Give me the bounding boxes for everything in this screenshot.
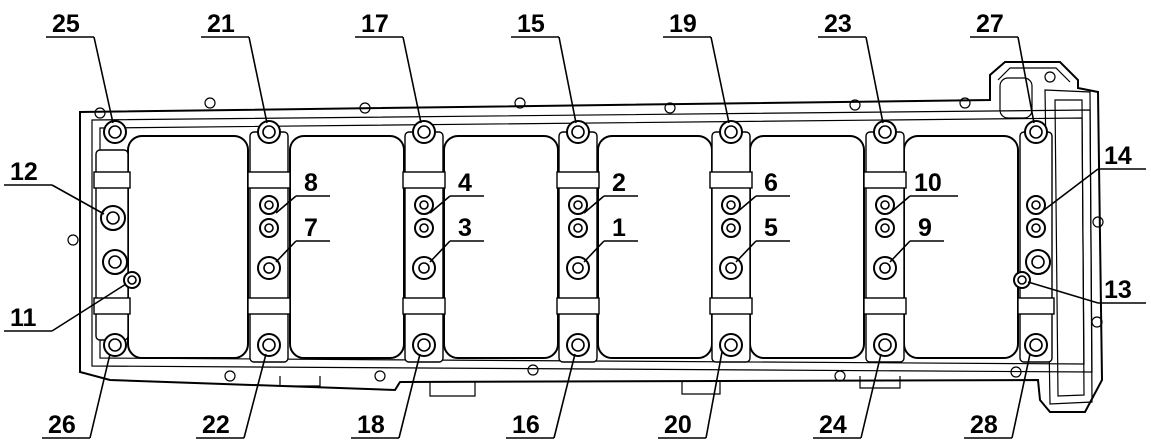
callout-top: 23 — [824, 10, 852, 38]
callout-bottom: 18 — [357, 411, 385, 439]
callout-bottom: 20 — [664, 411, 692, 439]
bolt-row-inner-lower — [257, 249, 1051, 280]
callout-bottom: 22 — [202, 411, 230, 439]
bolt-row-top — [103, 120, 1048, 144]
callout-top: 17 — [361, 10, 389, 38]
bolt-row-bottom — [103, 333, 1048, 357]
callout-top: 25 — [52, 10, 80, 38]
flange-holes — [67, 71, 1104, 382]
callout-right: 14 — [1104, 142, 1132, 170]
openings — [127, 135, 1019, 359]
bolt-row-inner-mid — [259, 218, 1046, 238]
callout-top: 21 — [207, 10, 235, 38]
bolt-left-side — [100, 205, 1031, 289]
callout-inner-lower: 7 — [304, 214, 318, 242]
callout-top: 27 — [976, 10, 1004, 38]
callout-inner-upper: 2 — [612, 169, 626, 197]
callout-inner-lower: 3 — [458, 214, 472, 242]
callout-left: 12 — [10, 158, 38, 186]
callout-inner-lower: 1 — [612, 214, 626, 242]
callout-bottom: 28 — [970, 411, 998, 439]
callout-top: 19 — [669, 10, 697, 38]
callout-inner-upper: 8 — [304, 169, 318, 197]
callout-inner-upper: 4 — [458, 169, 472, 197]
callout-right: 13 — [1104, 276, 1132, 304]
bolts — [67, 71, 1104, 382]
callout-bottom: 16 — [512, 411, 540, 439]
callout-top: 15 — [517, 10, 545, 38]
callout-inner-upper: 6 — [764, 169, 778, 197]
callout-bottom: 26 — [48, 411, 76, 439]
callout-inner-lower: 9 — [918, 214, 932, 242]
callout-bottom: 24 — [819, 411, 847, 439]
callout-inner-upper: 10 — [914, 169, 942, 197]
callout-inner-lower: 5 — [764, 214, 778, 242]
bolt-row-inner-upper — [259, 195, 1046, 215]
callout-left: 11 — [10, 304, 37, 332]
callout-labels: 25 21 17 15 19 23 27 8 4 2 6 10 7 3 1 5 … — [10, 10, 1132, 439]
cross-bars — [93, 131, 1055, 363]
leader-lines — [4, 36, 1146, 439]
